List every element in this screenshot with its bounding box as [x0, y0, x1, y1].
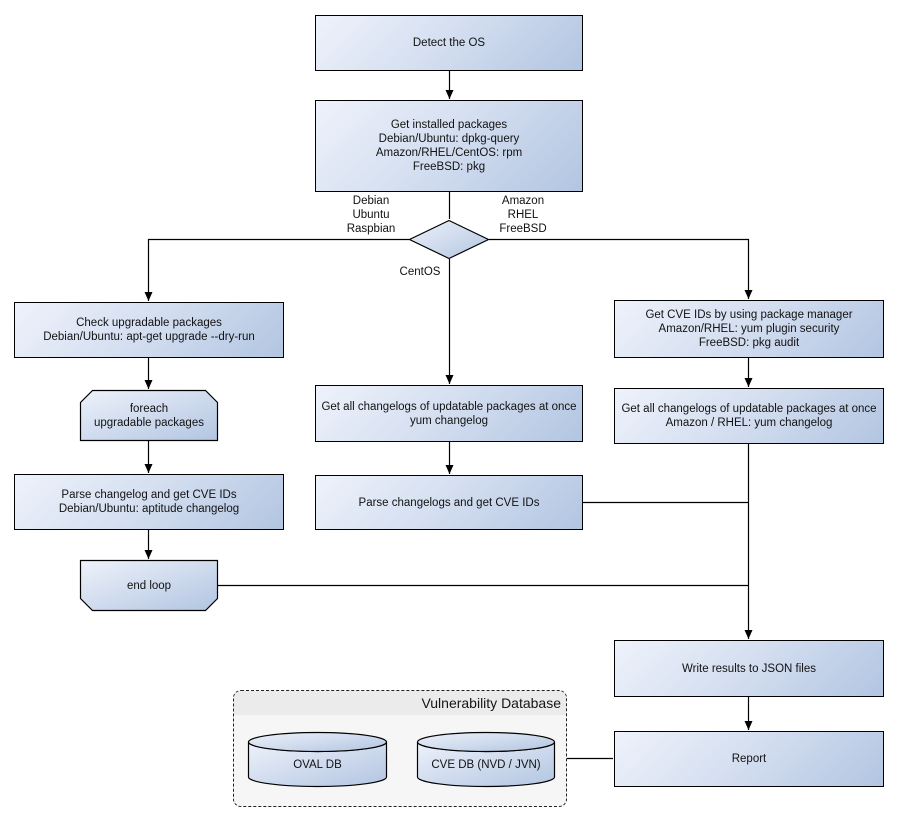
node-get-changelogs-amazon-label: Get all changelogs of updatable packages… — [621, 403, 877, 429]
node-report-label: Report — [731, 753, 767, 765]
node-get-cve-ids-pkg-manager: Get CVE IDs by using package manager Ama… — [614, 300, 884, 358]
edge-decision-to-amazon-branch — [489, 238, 753, 299]
node-parse-changelog-debian: Parse changelog and get CVE IDs Debian/U… — [14, 474, 284, 530]
node-cve-db: CVE DB (NVD / JVN) — [416, 731, 556, 788]
node-end-loop: end loop — [79, 559, 219, 612]
node-detect-os-label: Detect the OS — [412, 37, 486, 49]
node-report: Report — [614, 731, 884, 787]
node-check-upgradable: Check upgradable packages Debian/Ubuntu:… — [14, 302, 284, 358]
vulnerability-database-title: Vulnerability Database — [421, 695, 561, 711]
vulnerability-database-header: Vulnerability Database — [234, 691, 566, 715]
node-get-installed-packages-label: Get installed packages Debian/Ubuntu: dp… — [375, 119, 523, 173]
node-get-changelogs-centos: Get all changelogs of updatable packages… — [315, 385, 583, 442]
branch-label-amazon: Amazon RHEL FreeBSD — [499, 195, 547, 235]
node-detect-os: Detect the OS — [315, 15, 583, 71]
branch-label-centos: CentOS — [399, 266, 441, 278]
edge-decision-to-debian-branch — [144, 238, 409, 301]
database-cylinder-icon — [416, 731, 556, 788]
node-write-results-json: Write results to JSON files — [614, 640, 884, 697]
node-oval-db: OVAL DB — [247, 731, 388, 788]
loop-end-shape — [79, 559, 219, 612]
node-oval-db-label: OVAL DB — [293, 758, 342, 771]
node-foreach-loop: foreach upgradable packages — [79, 389, 219, 442]
node-get-changelogs-centos-label: Get all changelogs of updatable packages… — [321, 400, 577, 427]
node-check-upgradable-label: Check upgradable packages Debian/Ubuntu:… — [43, 317, 255, 343]
node-parse-changelog-debian-label: Parse changelog and get CVE IDs Debian/U… — [58, 489, 240, 515]
diamond-shape — [408, 219, 490, 260]
node-write-results-json-label: Write results to JSON files — [682, 662, 816, 675]
node-os-decision — [408, 219, 490, 260]
branch-label-debian: Debian Ubuntu Raspbian — [346, 195, 396, 235]
node-cve-db-label: CVE DB (NVD / JVN) — [431, 758, 541, 771]
node-parse-changelogs-centos: Parse changelogs and get CVE IDs — [315, 475, 583, 530]
node-end-loop-label: end loop — [126, 579, 172, 592]
database-cylinder-icon — [247, 731, 388, 788]
node-get-installed-packages: Get installed packages Debian/Ubuntu: dp… — [315, 100, 583, 192]
node-parse-changelogs-centos-label: Parse changelogs and get CVE IDs — [358, 496, 540, 509]
node-get-changelogs-amazon: Get all changelogs of updatable packages… — [614, 388, 884, 444]
node-foreach-loop-label: foreach upgradable packages — [94, 402, 204, 429]
loop-start-shape — [79, 389, 219, 442]
node-get-cve-ids-pkg-manager-label: Get CVE IDs by using package manager Ama… — [645, 309, 853, 349]
